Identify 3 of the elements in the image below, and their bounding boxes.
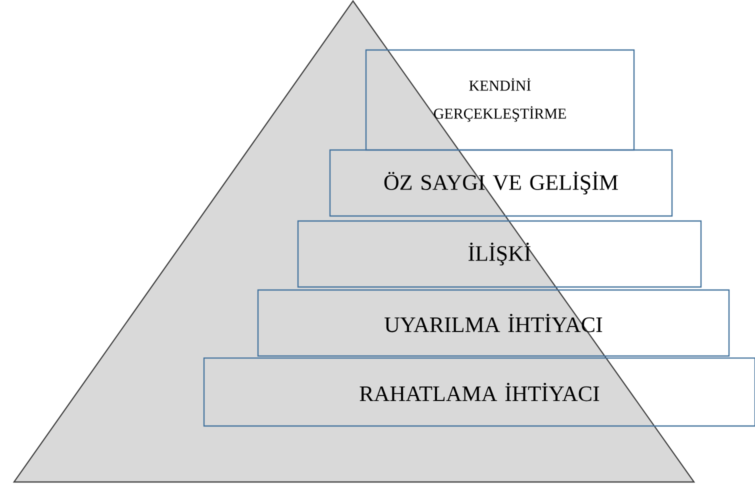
level-box: KENDİNİ GERÇEKLEŞTİRME (365, 49, 635, 151)
level-box: İLİŞKİ (297, 220, 702, 288)
level-box: RAHATLAMA İHTİYACI (203, 357, 755, 427)
